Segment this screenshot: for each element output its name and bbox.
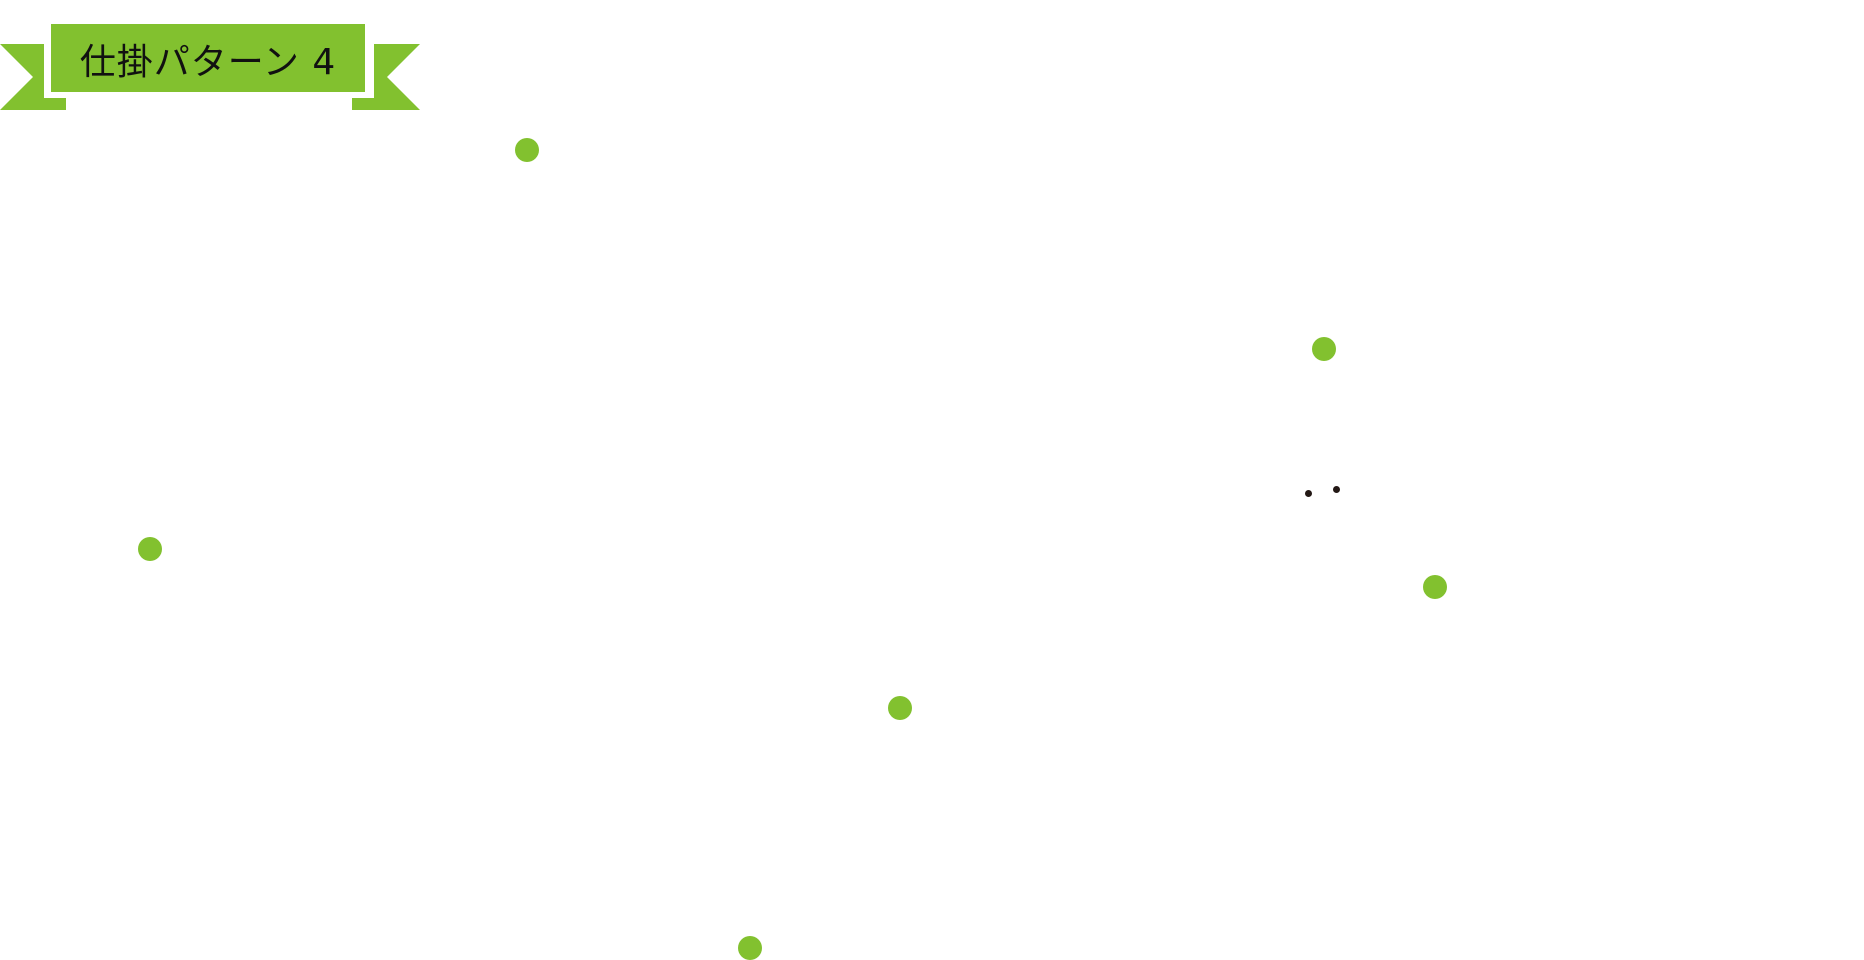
tiny-dot (1304, 489, 1312, 497)
ribbon-band (51, 24, 365, 92)
page-title: 仕掛パターン 4 (79, 42, 337, 83)
ribbon-left-tail (0, 44, 44, 110)
marker-dot (138, 537, 162, 561)
marker-dot (888, 696, 912, 720)
marker-dot (1423, 575, 1447, 599)
marker-dot (738, 936, 762, 960)
ribbon-graphic (0, 20, 420, 110)
tiny-dot (1332, 485, 1340, 493)
title-ribbon: 仕掛パターン 4 (0, 0, 420, 120)
marker-dot (515, 138, 539, 162)
marker-dot (1312, 337, 1336, 361)
ribbon-right-tail (374, 44, 420, 110)
